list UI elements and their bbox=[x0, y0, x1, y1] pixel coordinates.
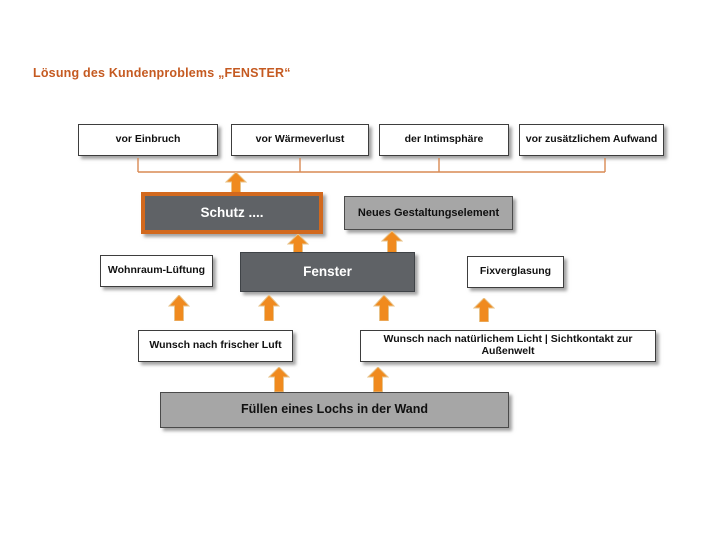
arrow-licht-to-fenster-icon bbox=[373, 295, 395, 321]
arrow-base-to-luft-icon bbox=[268, 367, 290, 392]
node-label: vor Einbruch bbox=[115, 133, 181, 146]
node-label: Schutz .... bbox=[200, 204, 264, 220]
arrow-bracket-to-schutz-icon bbox=[225, 172, 247, 196]
arrow-licht-to-fixverglasung-icon bbox=[473, 298, 495, 322]
node-label: Fixverglasung bbox=[479, 265, 552, 278]
node-fuellen-lochs-wand[interactable]: Füllen eines Lochs in der Wand bbox=[160, 392, 509, 428]
node-label: Wunsch nach natürlichem Licht | Sichtkon… bbox=[383, 333, 633, 357]
node-wunsch-licht-sichtkontakt[interactable]: Wunsch nach natürlichem Licht | Sichtkon… bbox=[360, 330, 656, 362]
arrow-base-to-licht-icon bbox=[367, 367, 389, 392]
node-label: Wunsch nach frischer Luft bbox=[149, 339, 282, 352]
benefits-bracket bbox=[137, 158, 607, 178]
node-fenster[interactable]: Fenster bbox=[240, 252, 415, 292]
node-vor-waermeverlust[interactable]: vor Wärmeverlust bbox=[231, 124, 369, 156]
node-der-intimsphaere[interactable]: der Intimsphäre bbox=[379, 124, 509, 156]
node-label: Wohnraum-Lüftung bbox=[107, 264, 206, 277]
node-label: Fenster bbox=[303, 263, 352, 279]
node-schutz[interactable]: Schutz .... bbox=[141, 192, 323, 234]
node-label: vor Wärmeverlust bbox=[255, 133, 345, 146]
node-wohnraum-lueftung[interactable]: Wohnraum-Lüftung bbox=[100, 255, 213, 287]
node-label: Füllen eines Lochs in der Wand bbox=[240, 402, 429, 417]
node-wunsch-frische-luft[interactable]: Wunsch nach frischer Luft bbox=[138, 330, 293, 362]
node-vor-zusaetzlichem-aufwand[interactable]: vor zusätzlichem Aufwand bbox=[519, 124, 664, 156]
arrow-luft-to-wohnraumlueftung-icon bbox=[168, 295, 190, 321]
node-vor-einbruch[interactable]: vor Einbruch bbox=[78, 124, 218, 156]
arrow-luft-to-fenster-icon bbox=[258, 295, 280, 321]
node-label: der Intimsphäre bbox=[404, 133, 484, 146]
node-fixverglasung[interactable]: Fixverglasung bbox=[467, 256, 564, 288]
node-label: Neues Gestaltungselement bbox=[357, 206, 500, 219]
node-label: vor zusätzlichem Aufwand bbox=[525, 133, 658, 146]
page-title: Lösung des Kundenproblems „FENSTER“ bbox=[33, 66, 291, 80]
node-neues-gestaltungselement[interactable]: Neues Gestaltungselement bbox=[344, 196, 513, 230]
arrow-fenster-to-schutz-icon bbox=[287, 234, 309, 256]
arrow-fenster-to-gestaltungselement-icon bbox=[381, 231, 403, 253]
